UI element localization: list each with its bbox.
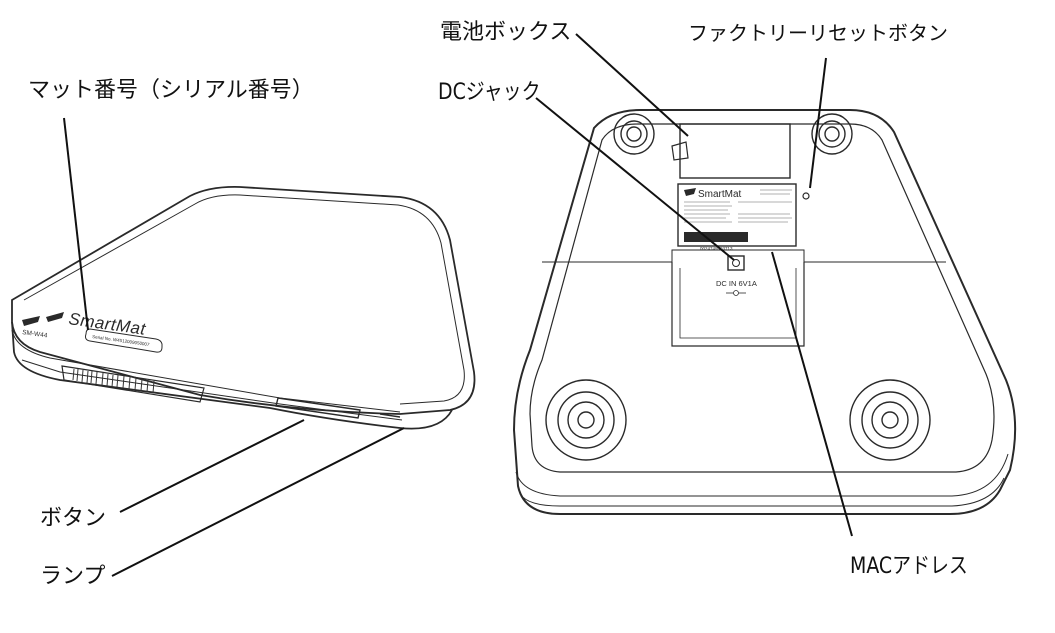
mac-address-label: MACアドレス — [850, 554, 968, 579]
brand-logo-icon — [22, 316, 40, 326]
rubber-feet — [545, 113, 931, 461]
lamp-label: ランプ — [40, 564, 106, 589]
leader-battery-box — [575, 33, 689, 137]
dc-jack — [727, 255, 745, 271]
battery-box — [679, 123, 791, 179]
label-barcode — [684, 232, 748, 242]
dc-jack-label: DCジャック — [438, 80, 541, 105]
side-barcode — [72, 368, 155, 394]
dc-in-text: DC IN 6V1A — [716, 279, 757, 288]
factory-reset-label: ファクトリーリセットボタン — [688, 21, 948, 45]
leader-button — [119, 419, 305, 513]
mat-model-text: SM-W44 — [22, 329, 48, 340]
leader-lines — [63, 33, 853, 577]
side-lamp — [379, 413, 401, 418]
battery-box-label: 電池ボックス — [440, 20, 572, 45]
mat-bottom-view — [512, 109, 1017, 515]
leader-lamp — [111, 427, 405, 577]
leader-factory-reset — [809, 57, 827, 189]
barcode-number-text: 0024749503713 — [700, 246, 733, 251]
polarity-icon — [726, 290, 746, 296]
button-label: ボタン — [40, 506, 107, 531]
side-button — [275, 397, 361, 419]
factory-reset-hole — [802, 192, 810, 200]
mat-angled-view — [11, 186, 476, 430]
leader-dc-jack — [535, 97, 735, 261]
mat-brand-text: SmartMat — [67, 309, 147, 339]
leader-mac-address — [771, 251, 853, 537]
label-small-text — [684, 189, 792, 223]
mat-number-label: マット番号（シリアル番号） — [28, 78, 314, 103]
label-brand-text: SmartMat — [698, 189, 742, 200]
label-logo-icon — [684, 188, 696, 196]
leader-mat-number — [63, 117, 89, 331]
